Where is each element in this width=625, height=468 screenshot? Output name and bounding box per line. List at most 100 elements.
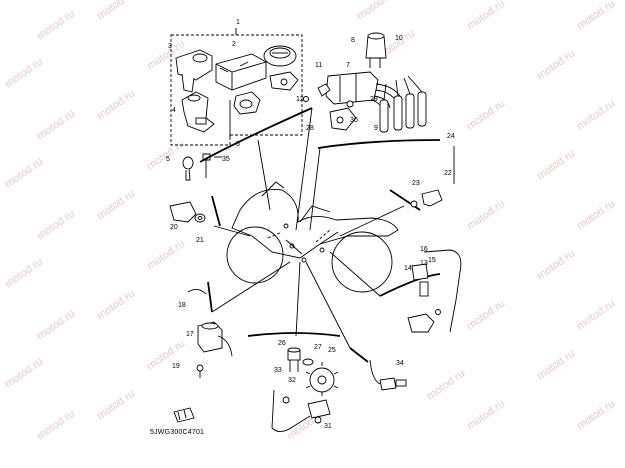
left-arc [211, 195, 221, 227]
watermark-text: motod.ru [95, 0, 137, 22]
callout-21: 21 [196, 237, 204, 244]
watermark-text: motod.ru [35, 208, 77, 243]
callout-8: 8 [351, 37, 355, 44]
pickup-sensor [169, 201, 206, 223]
lock-cylinder [263, 45, 297, 67]
watermark-text: motod.ru [465, 298, 507, 333]
key [182, 156, 194, 181]
clip [187, 289, 207, 295]
callout-34: 34 [396, 360, 404, 367]
watermark-text: motod.ru [145, 238, 187, 273]
callout-17: 17 [186, 331, 194, 338]
watermark-text: motod.ru [35, 408, 77, 443]
watermark-text: motod.ru [95, 288, 137, 323]
bolt [202, 153, 211, 178]
steering-lock [181, 91, 215, 133]
callout-30: 30 [350, 117, 358, 124]
callout-31: 31 [324, 423, 332, 430]
watermark-text: motod.ru [575, 398, 617, 433]
callout-3: 3 [168, 43, 172, 50]
callout-12: 12 [296, 96, 304, 103]
motorcycle-outline [226, 181, 399, 293]
callout-16: 16 [420, 246, 428, 253]
callout-6: 6 [236, 141, 240, 148]
washer [302, 358, 314, 366]
ignition-coil-group [325, 32, 403, 113]
watermark-text: motod.ru [535, 148, 577, 183]
watermark-text: motod.ru [575, 98, 617, 133]
watermark-text: motod.ru [575, 298, 617, 333]
watermark-layer: motod.rumotod.rumotod.rumotod.rumotod.ru… [3, 0, 617, 442]
callout-24: 24 [447, 133, 455, 140]
callout-35: 35 [222, 156, 230, 163]
callout-32: 32 [288, 377, 296, 384]
callout-11: 11 [315, 62, 322, 69]
callout-13: 13 [420, 260, 428, 267]
connector-small [303, 83, 331, 102]
control-unit [215, 53, 267, 91]
bottom-arc [247, 332, 341, 337]
right-arc [379, 273, 441, 297]
callout-26: 26 [278, 340, 286, 347]
small-screw [196, 364, 204, 378]
callout-14: 14 [404, 265, 412, 272]
callout-labels: 1234567891011121314151617181920212223242… [166, 19, 455, 430]
callout-9: 9 [374, 125, 378, 132]
watermark-text: motod.ru [465, 98, 507, 133]
cam-sensor [329, 100, 357, 131]
watermark-text: motod.ru [3, 356, 45, 391]
callout-27: 27 [314, 344, 322, 351]
watermark-text: motod.ru [535, 48, 577, 83]
watermark-text: motod.ru [3, 56, 45, 91]
watermark-text: motod.ru [35, 108, 77, 143]
callout-29: 29 [370, 96, 378, 103]
seat-lock [233, 91, 261, 115]
callout-33: 33 [274, 367, 282, 374]
callout-28: 28 [306, 125, 314, 132]
watermark-text: motod.ru [575, 198, 617, 233]
relay-unit [197, 321, 233, 357]
callout-23: 23 [412, 180, 420, 187]
connector-plug [173, 407, 195, 423]
callout-1: 1 [236, 19, 240, 26]
callout-15: 15 [428, 257, 436, 264]
sprocket [305, 362, 339, 396]
watermark-text: motod.ru [3, 256, 45, 291]
watermark-text: motod.ru [575, 0, 617, 32]
kit-arc [199, 107, 313, 163]
watermark-text: motod.ru [35, 8, 77, 43]
starter-relay [287, 347, 301, 372]
watermark-text: motod.ru [95, 188, 137, 223]
callout-18: 18 [178, 302, 186, 309]
coil-arc [317, 139, 441, 149]
callout-4: 4 [172, 107, 176, 114]
watermark-text: motod.ru [535, 248, 577, 283]
watermark-text: motod.ru [3, 156, 45, 191]
callout-7: 7 [346, 62, 350, 69]
temp-sensor [410, 189, 443, 208]
callout-5: 5 [166, 156, 170, 163]
lock-bracket [269, 71, 299, 91]
watermark-text: motod.ru [355, 0, 397, 22]
watermark-text: motod.ru [35, 308, 77, 343]
callout-25: 25 [328, 347, 336, 354]
watermark-text: motod.ru [95, 88, 137, 123]
watermark-text: motod.ru [95, 388, 137, 423]
callout-2: 2 [232, 41, 236, 48]
watermark-text: motod.ru [465, 398, 507, 433]
watermark-text: motod.ru [535, 348, 577, 383]
speed-sensor [407, 249, 462, 333]
spark-plug-caps [379, 75, 427, 133]
ignition-switch [175, 49, 213, 93]
callout-19: 19 [172, 363, 180, 370]
callout-10: 10 [395, 35, 403, 42]
watermark-text: motod.ru [465, 0, 507, 32]
watermark-text: motod.ru [425, 368, 467, 403]
left-lower-arc [207, 281, 213, 313]
callout-20: 20 [170, 224, 178, 231]
o2-sensor [369, 359, 407, 391]
watermark-text: motod.ru [465, 198, 507, 233]
diagram-code: 5JWG300C4701 [150, 429, 204, 436]
